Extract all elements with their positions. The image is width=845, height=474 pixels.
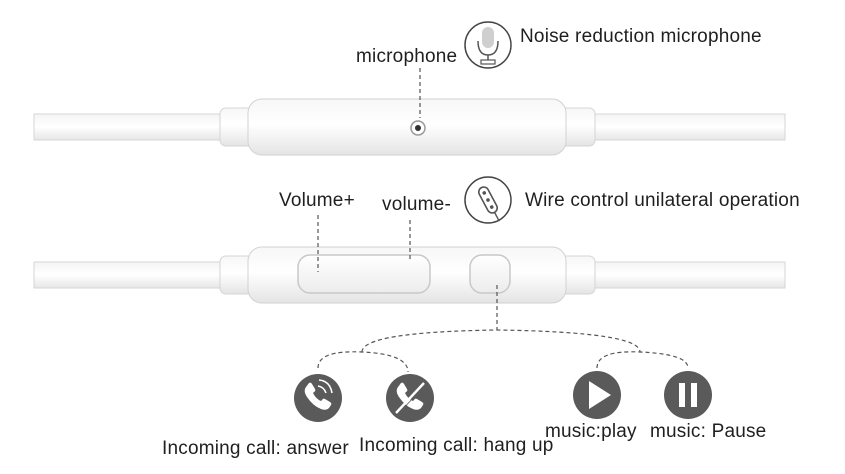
wire-control-label: Wire control unilateral operation — [525, 190, 800, 211]
noise-reduction-label: Noise reduction microphone — [520, 26, 762, 47]
volume-rocker[interactable] — [297, 254, 431, 294]
top-cable — [33, 98, 786, 156]
microphone-label: microphone — [356, 46, 458, 67]
play-icon — [573, 371, 621, 419]
volume-up-label: Volume+ — [279, 190, 355, 211]
microphone-hole — [410, 120, 426, 136]
microphone-icon — [464, 21, 512, 69]
volume-down-label: volume- — [382, 194, 451, 215]
phone-answer-icon — [294, 374, 342, 422]
incoming-call-hangup-label: Incoming call: hang up — [359, 435, 554, 456]
music-play-label: music:play — [545, 421, 637, 442]
phone-hangup-icon — [386, 374, 434, 422]
incoming-call-answer-label: Incoming call: answer — [162, 438, 349, 459]
branch-connectors — [317, 329, 689, 373]
pause-icon — [664, 371, 712, 419]
remote-control-icon — [464, 176, 512, 224]
center-button[interactable] — [469, 254, 511, 294]
music-pause-label: music: Pause — [650, 421, 767, 442]
